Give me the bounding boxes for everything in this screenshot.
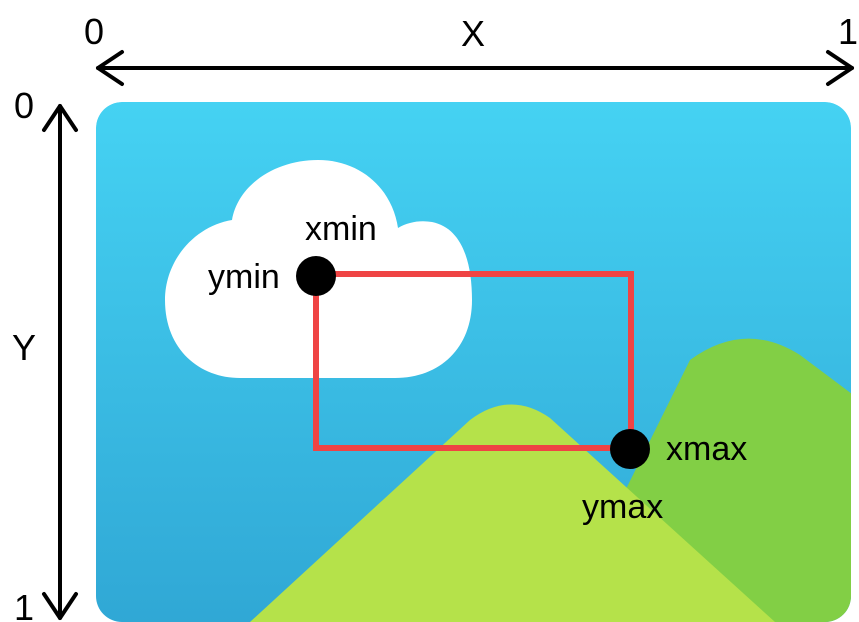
x-axis-left-arrowhead (96, 50, 124, 86)
x-axis-end-tick: 1 (838, 11, 858, 52)
y-axis-end-tick: 1 (14, 587, 34, 622)
bottom-right-point (610, 429, 650, 469)
x-axis-start-tick: 0 (84, 11, 104, 52)
y-axis-top-arrowhead (42, 104, 78, 132)
x-axis-right-arrowhead (826, 50, 854, 86)
y-axis-arrow (42, 104, 78, 620)
y-axis-start-tick: 0 (14, 85, 34, 126)
front-hill (250, 404, 775, 622)
y-axis-bottom-arrowhead (42, 592, 78, 620)
xmin-label: xmin (305, 210, 377, 248)
x-axis-arrow (96, 50, 854, 86)
y-axis-label: Y (12, 327, 36, 368)
bounding-box-rectangle (313, 271, 634, 451)
image-illustration (96, 102, 851, 622)
top-left-point (296, 256, 336, 296)
x-axis-label: X (461, 13, 485, 54)
ymin-label: ymin (208, 258, 280, 296)
ymax-label: ymax (582, 488, 663, 526)
xmax-label: xmax (666, 430, 747, 468)
